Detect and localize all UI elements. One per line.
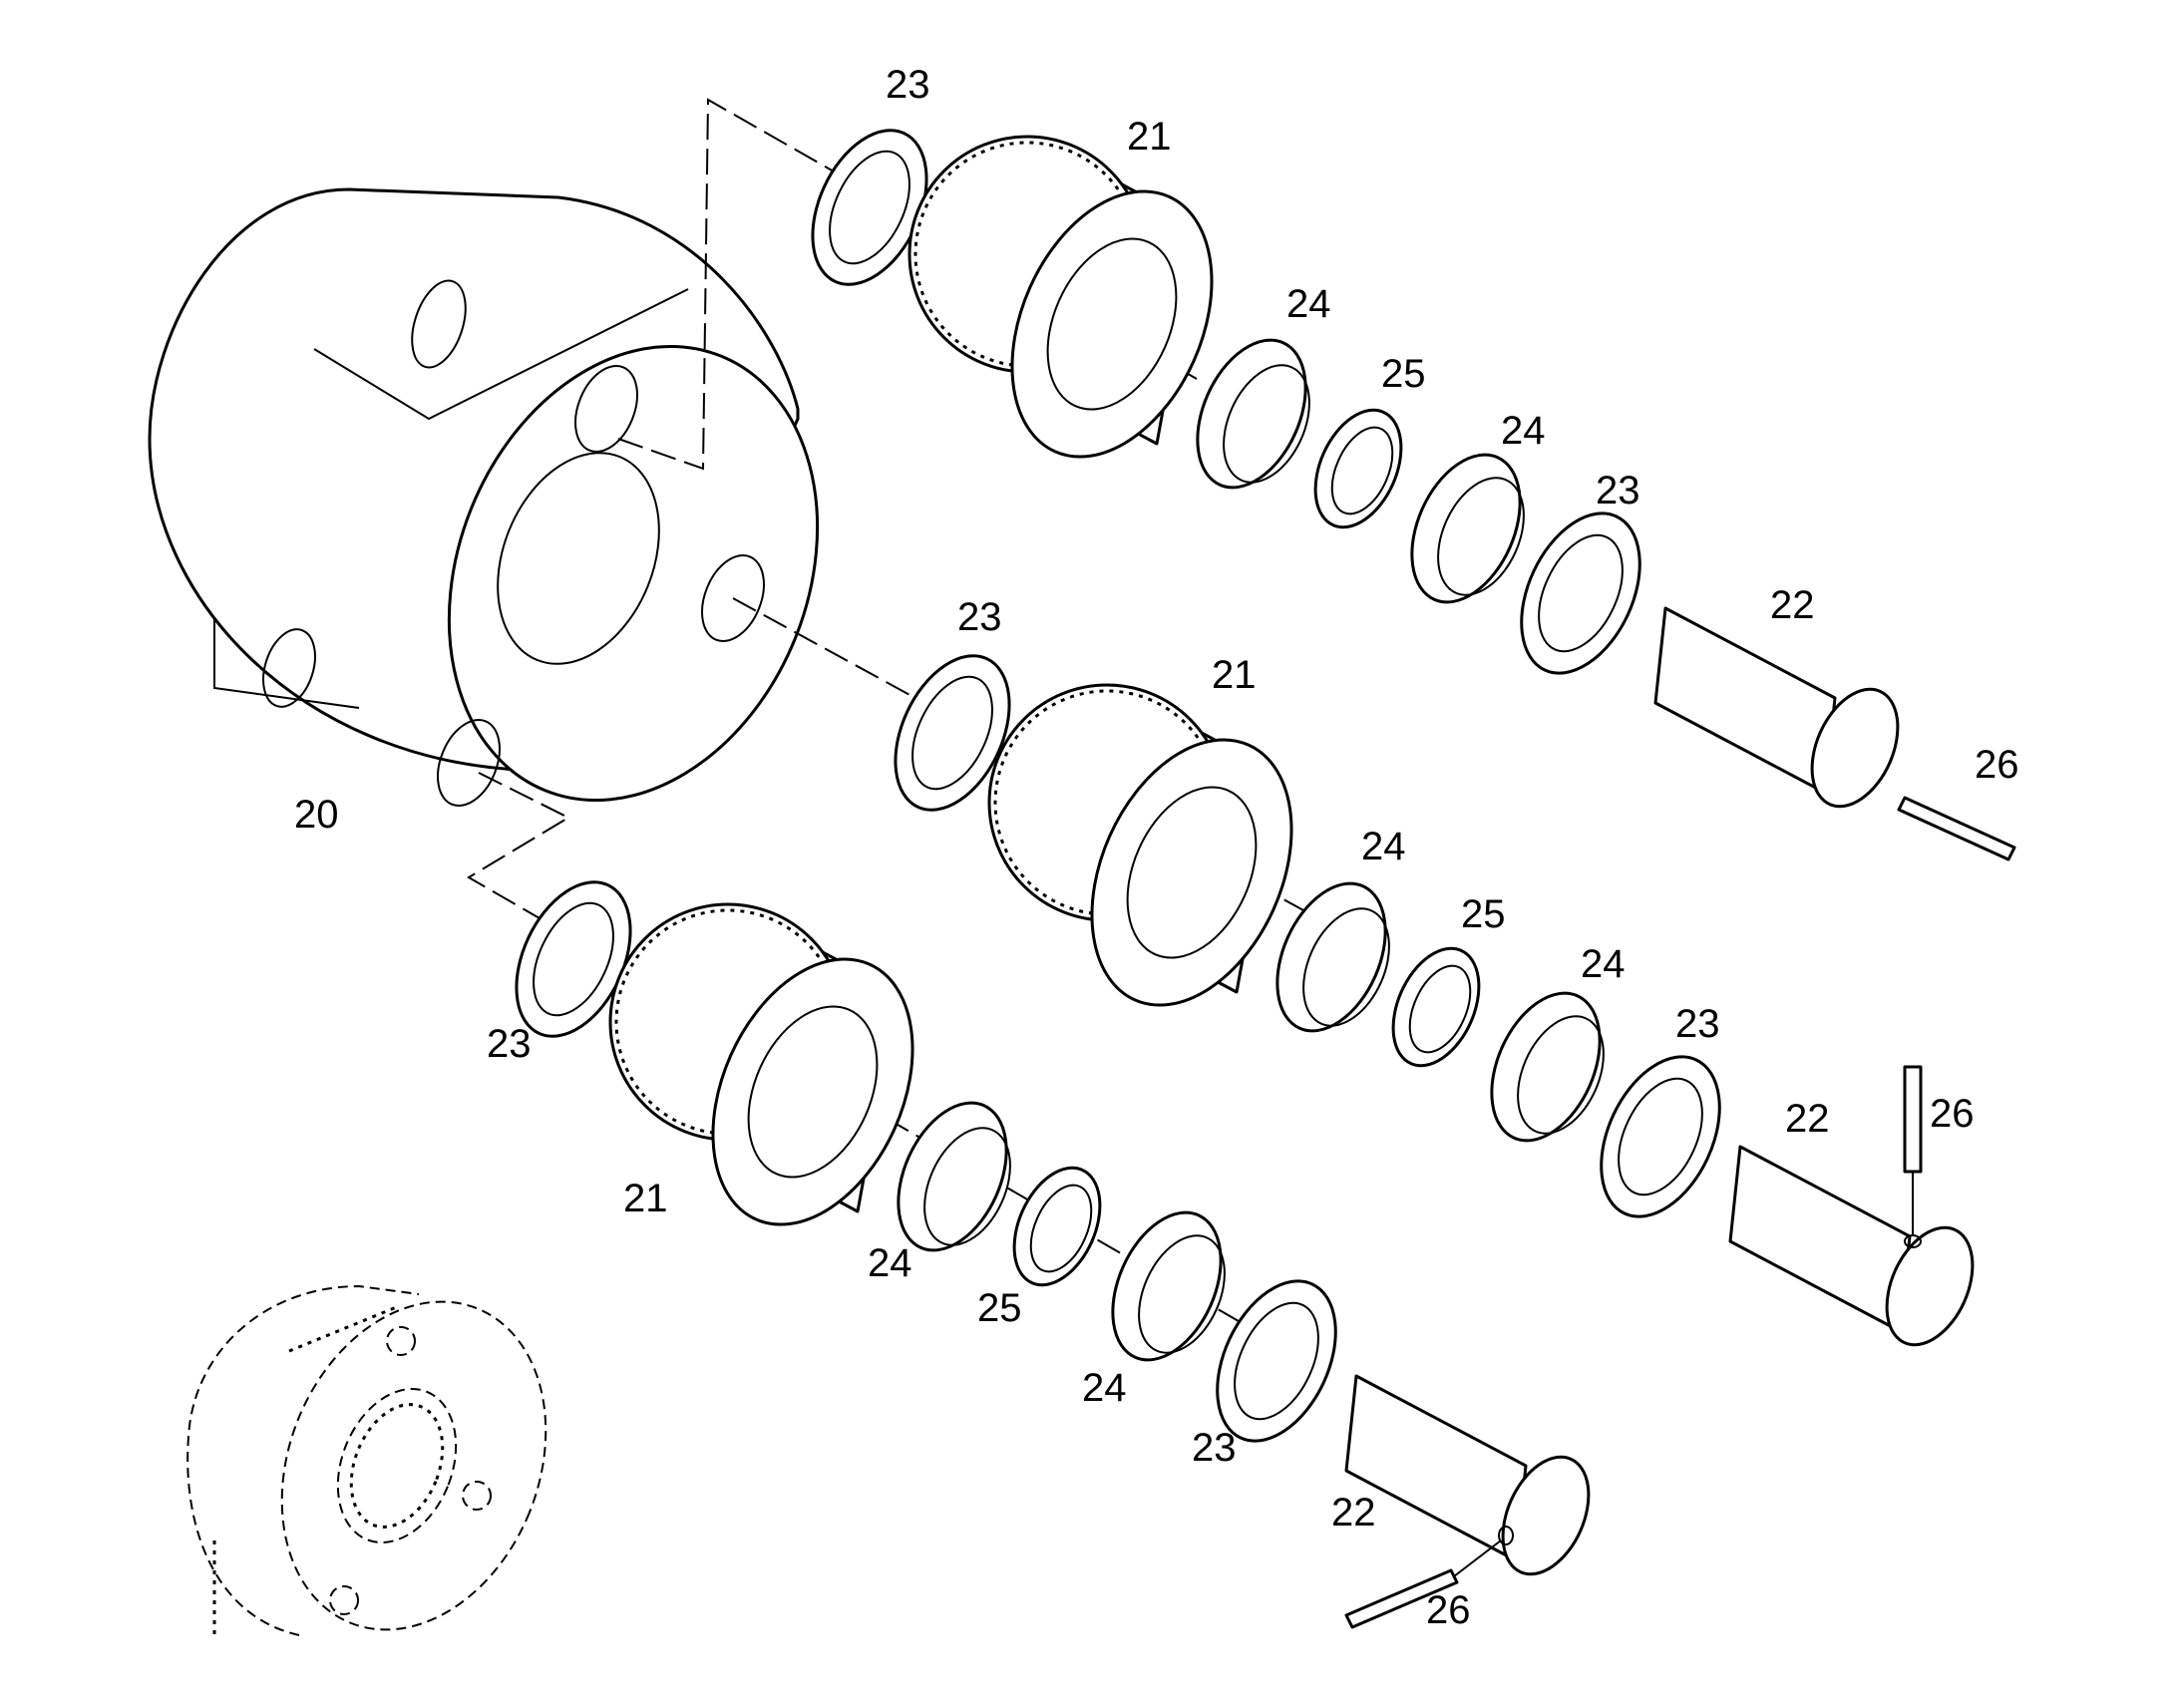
thrust-washer-23 [515, 880, 632, 1038]
needle-bearing-24 [1490, 991, 1605, 1143]
needle-bearing-24 [1410, 453, 1525, 604]
planet-pin-22 [1344, 1374, 1591, 1576]
callout-23-upper-right: 23 [1596, 469, 1640, 512]
callout-24-middle-b: 24 [1581, 942, 1626, 986]
thrust-washer-23 [1600, 1055, 1721, 1218]
planet-pin-22 [1653, 606, 1900, 809]
callout-24-lower-a: 24 [868, 1241, 912, 1285]
callout-23-top: 23 [886, 63, 930, 107]
needle-bearing-24 [897, 1101, 1011, 1252]
callout-labels: 20 21 21 21 22 22 22 23 23 23 23 23 23 2… [294, 63, 2019, 1632]
callout-24-upper-b: 24 [1501, 409, 1546, 453]
spacer-25 [1012, 1166, 1102, 1287]
upper-planet-row [811, 129, 2016, 861]
callout-26-upper: 26 [1975, 743, 2019, 787]
callout-24-lower-b: 24 [1082, 1366, 1127, 1410]
needle-bearing-24 [1196, 338, 1310, 490]
lower-planet-row [515, 880, 1591, 1629]
callout-22-upper: 22 [1770, 583, 1815, 627]
callout-21-lower: 21 [623, 1177, 668, 1220]
callout-23-middle-right: 23 [1675, 1002, 1720, 1046]
callout-24-middle-a: 24 [1361, 825, 1406, 868]
needle-bearing-24 [1275, 881, 1390, 1033]
callout-21-middle: 21 [1212, 653, 1257, 697]
planet-carrier-20 [148, 187, 820, 808]
planet-gear-21 [908, 135, 1214, 459]
thrust-washer-23 [894, 654, 1011, 812]
callout-25-lower: 25 [977, 1286, 1022, 1330]
callout-20: 20 [294, 793, 339, 837]
roll-pin-26 [1344, 1539, 1502, 1629]
thrust-washer-23 [1520, 512, 1641, 675]
thrust-washer-23 [1216, 1279, 1337, 1443]
needle-bearing-24 [1111, 1210, 1226, 1362]
assembled-reference-view [186, 1284, 547, 1636]
callout-23-middle-left: 23 [957, 595, 1002, 639]
callout-26-lower: 26 [1426, 1588, 1471, 1632]
planet-pin-22 [1728, 1145, 1975, 1347]
middle-planet-row [894, 654, 1975, 1347]
callout-24-upper-a: 24 [1286, 282, 1331, 326]
callout-26-middle: 26 [1930, 1092, 1975, 1136]
roll-pin-26 [1897, 796, 2016, 861]
callout-25-middle: 25 [1461, 892, 1506, 936]
planet-gear-21 [608, 902, 914, 1226]
callout-23-lower-right: 23 [1192, 1426, 1237, 1470]
roll-pin-26 [1903, 1065, 1923, 1236]
callout-22-middle: 22 [1785, 1097, 1830, 1141]
spacer-25 [1313, 408, 1403, 529]
callout-21-upper: 21 [1127, 115, 1172, 159]
callout-25-upper: 25 [1381, 352, 1426, 396]
spacer-25 [1391, 946, 1481, 1068]
callout-23-lower-left: 23 [487, 1022, 532, 1066]
planet-gear-21 [987, 683, 1293, 1007]
callout-22-lower: 22 [1331, 1491, 1376, 1535]
